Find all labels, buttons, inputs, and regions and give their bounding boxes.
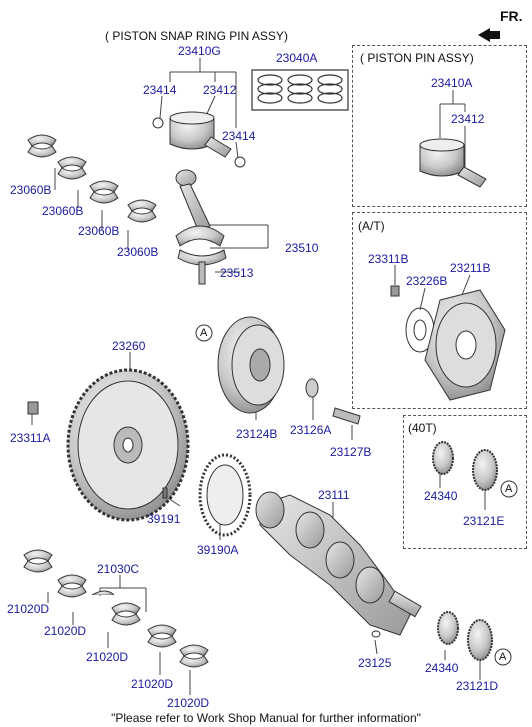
forty-t-box	[403, 415, 527, 549]
callout-a2-circle	[500, 480, 518, 498]
part-label-23124B[interactable]: 23124B	[236, 427, 278, 441]
part-label-21030C[interactable]: 21030C	[97, 562, 140, 576]
part-label-21020D-1[interactable]: 21020D	[7, 602, 50, 616]
conrod-bearing-shells	[27, 134, 157, 223]
part-label-24340-b[interactable]: 24340	[425, 661, 459, 675]
group-title-at: (A/T)	[358, 219, 385, 233]
part-label-23111[interactable]: 23111	[318, 488, 350, 502]
callout-a1: A	[200, 327, 208, 339]
group-title-piston-pin-assy: ( PISTON PIN ASSY)	[360, 51, 474, 65]
part-label-21020D-2[interactable]: 21020D	[44, 624, 87, 638]
piston-assembly	[152, 111, 246, 168]
callout-a3-circle	[494, 648, 512, 666]
part-label-23060B-1[interactable]: 23060B	[10, 183, 52, 197]
callout-a1-circle	[195, 324, 213, 342]
part-label-23410G[interactable]: 23410G	[178, 44, 221, 58]
part-label-21020D-3[interactable]: 21020D	[86, 650, 129, 664]
part-label-23060B-2[interactable]: 23060B	[42, 204, 84, 218]
part-label-23060B-3[interactable]: 23060B	[78, 224, 120, 238]
piston-ring-set	[251, 69, 349, 111]
piston-pin-assy-box	[352, 45, 527, 207]
part-label-23414-a[interactable]: 23414	[143, 83, 177, 97]
piston-pin-assembly	[419, 138, 487, 188]
group-title-piston-snap-ring-pin-assy: ( PISTON SNAP RING PIN ASSY)	[105, 29, 288, 43]
callout-a3: A	[499, 651, 507, 663]
main-bearing-shells	[23, 549, 209, 668]
footer-note: "Please refer to Work Shop Manual for fu…	[111, 711, 421, 725]
part-label-23412-a[interactable]: 23412	[203, 83, 237, 97]
part-label-39190A[interactable]: 39190A	[197, 543, 239, 557]
part-label-23121E[interactable]: 23121E	[463, 514, 505, 528]
timing-gears	[371, 441, 498, 661]
part-label-23121D[interactable]: 23121D	[456, 679, 499, 693]
part-label-23414-b[interactable]: 23414	[222, 129, 256, 143]
crankshaft	[255, 491, 422, 636]
part-label-24340-a[interactable]: 24340	[424, 489, 458, 503]
part-label-23513[interactable]: 23513	[220, 266, 254, 280]
part-label-23226B[interactable]: 23226B	[406, 274, 448, 288]
sensor-wheel	[162, 453, 252, 537]
connecting-rod	[175, 169, 227, 285]
group-title-40t: (40T)	[408, 421, 437, 435]
part-label-21020D-5[interactable]: 21020D	[167, 696, 210, 710]
drive-plate	[390, 285, 506, 401]
part-label-23412-b[interactable]: 23412	[451, 112, 485, 126]
part-label-23126A[interactable]: 23126A	[290, 423, 332, 437]
part-label-23311A[interactable]: 23311A	[10, 431, 51, 445]
front-label: FR.	[500, 8, 523, 24]
part-label-21020D-4[interactable]: 21020D	[131, 677, 174, 691]
part-label-39191[interactable]: 39191	[147, 512, 181, 526]
front-arrow-icon	[478, 28, 500, 42]
part-label-23060B-4[interactable]: 23060B	[117, 245, 159, 259]
callout-a2: A	[505, 483, 513, 495]
part-label-23040A[interactable]: 23040A	[276, 51, 318, 65]
part-label-23410A[interactable]: 23410A	[431, 76, 473, 90]
part-label-23127B[interactable]: 23127B	[330, 445, 372, 459]
flywheel	[27, 368, 190, 522]
part-label-23311B[interactable]: 23311B	[368, 252, 409, 266]
at-box	[352, 212, 527, 409]
part-label-23211B[interactable]: 23211B	[450, 261, 491, 275]
part-label-23510[interactable]: 23510	[285, 241, 319, 255]
part-label-23125[interactable]: 23125	[358, 656, 392, 670]
crankshaft-pulley	[217, 316, 361, 425]
part-label-23260[interactable]: 23260	[112, 339, 146, 353]
